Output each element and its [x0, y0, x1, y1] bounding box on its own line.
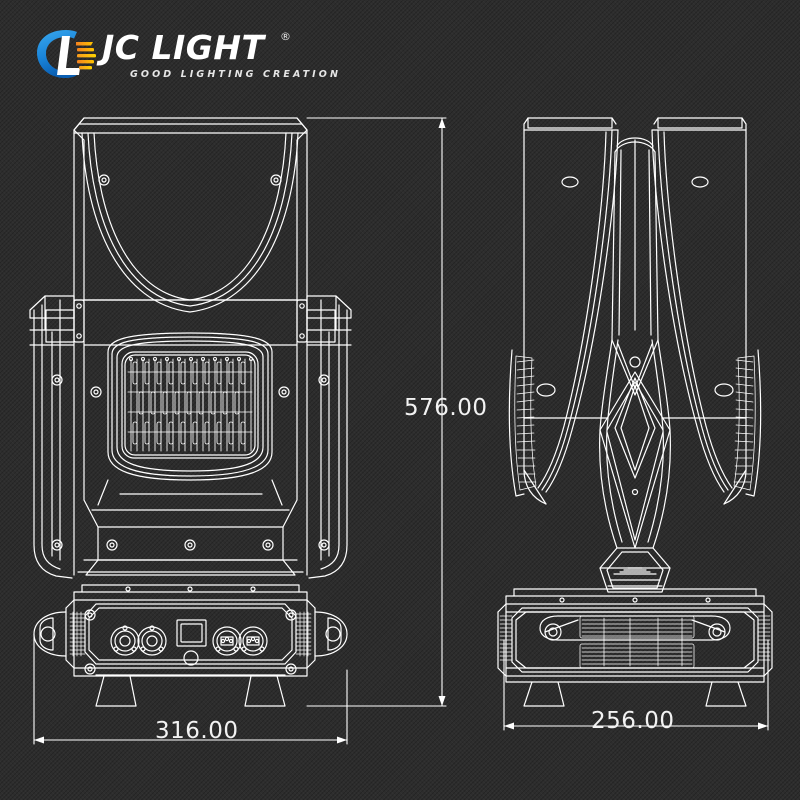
jc-light-logo-icon: [36, 28, 98, 80]
brand-name: JC LIGHT: [102, 28, 265, 67]
side-view: [497, 117, 773, 707]
arm-vents: [514, 355, 756, 491]
front-view: [29, 117, 352, 707]
dimension-label-width-side: 256.00: [591, 708, 675, 734]
led-array: [127, 356, 254, 452]
brand-logo: JC LIGHT ® GOOD LIGHTING CREATION: [36, 26, 338, 88]
dimension-width-316: [33, 633, 348, 745]
brand-tagline: GOOD LIGHTING CREATION: [130, 69, 342, 80]
dmx-connectors: [212, 626, 268, 656]
dimension-label-width-front: 316.00: [155, 718, 239, 744]
dimension-lines: [33, 117, 769, 745]
housing-screws: [98, 174, 282, 186]
base-vents: [69, 611, 312, 657]
side-base-vents: [579, 615, 695, 669]
display-module: [176, 619, 207, 666]
brand-wordmark: JC LIGHT ® GOOD LIGHTING CREATION: [102, 28, 338, 81]
dimension-width-256: [503, 639, 769, 731]
power-connectors: [110, 625, 167, 656]
registered-trademark-icon: ®: [280, 30, 291, 43]
dimension-height-576: [306, 117, 447, 707]
dimension-label-height: 576.00: [404, 395, 488, 421]
